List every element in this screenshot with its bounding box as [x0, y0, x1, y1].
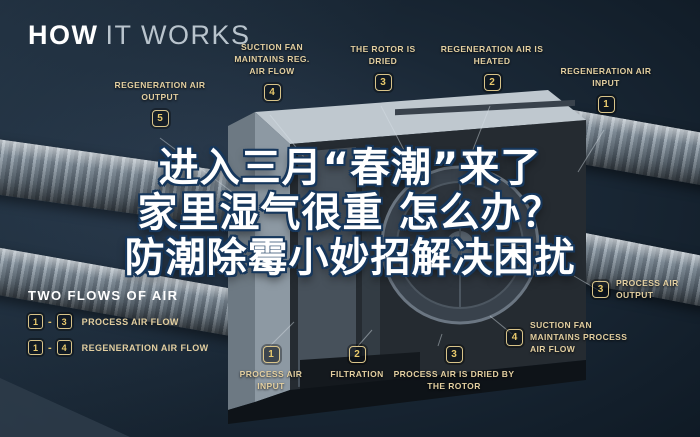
step-badge-1: 1: [28, 340, 43, 355]
callout-regeneration-air-heated: REGENERATION AIR IS HEATED 2: [440, 44, 544, 91]
callout-label: FILTRATION: [330, 369, 384, 379]
callout-process-air-dried-by-rotor: 3 PROCESS AIR IS DRIED BY THE ROTOR: [392, 346, 516, 393]
callout-suction-fan-process-air: 4 SUCTION FAN MAINTAINS PROCESS AIR FLOW: [506, 320, 634, 356]
callout-process-air-output: 3 PROCESS AIR OUTPUT: [592, 278, 688, 302]
callout-rotor-is-dried: THE ROTOR IS DRIED 3: [345, 44, 421, 91]
callout-label: REGENERATION AIR INPUT: [560, 66, 652, 88]
range-dash: -: [48, 315, 52, 328]
headline-line-3: 防潮除霉小妙招解决困扰: [124, 235, 576, 282]
step-badge-4: 4: [263, 83, 281, 101]
callout-label: PROCESS AIR IS DRIED BY THE ROTOR: [393, 369, 515, 391]
callout-process-air-input: 1 PROCESS AIR INPUT: [234, 346, 308, 393]
range-dash: -: [48, 341, 52, 354]
step-badge-3: 3: [445, 346, 463, 363]
step-badge-5: 5: [151, 109, 169, 127]
callout-label: THE ROTOR IS DRIED: [350, 44, 416, 66]
legend-label: PROCESS AIR FLOW: [81, 316, 179, 327]
step-badge-3: 3: [374, 73, 392, 91]
legend-row-process-air: 1 - 3 PROCESS AIR FLOW: [28, 314, 209, 329]
step-badge-2: 2: [348, 346, 366, 363]
step-badge-3: 3: [592, 281, 609, 299]
chinese-headline: 进入三月“春潮”来了 家里湿气很重 怎么办？ 防潮除霉小妙招解决困扰: [0, 145, 700, 282]
step-badge-4: 4: [56, 340, 72, 355]
step-badge-1: 1: [597, 95, 615, 113]
callout-regeneration-air-output: REGENERATION AIR OUTPUT 5: [112, 80, 208, 127]
callout-label: REGENERATION AIR OUTPUT: [114, 80, 206, 102]
legend-label: REGENERATION AIR FLOW: [81, 342, 209, 353]
title-it-works: IT WORKS: [105, 20, 251, 50]
legend-row-regeneration-air: 1 - 4 REGENERATION AIR FLOW: [28, 340, 209, 355]
headline-line-2: 家里湿气很重 怎么办？: [137, 190, 563, 237]
callout-label: PROCESS AIR INPUT: [239, 369, 303, 391]
step-badge-1: 1: [262, 346, 280, 363]
callout-regeneration-air-input: REGENERATION AIR INPUT 1: [558, 66, 654, 113]
callout-suction-fan-reg-air: SUCTION FAN MAINTAINS REG. AIR FLOW 4: [230, 42, 314, 101]
callout-label: PROCESS AIR OUTPUT: [616, 278, 679, 300]
headline-line-1: 进入三月“春潮”来了: [158, 145, 542, 191]
step-badge-3: 3: [56, 314, 72, 329]
callout-filtration: 2 FILTRATION: [320, 346, 394, 381]
floor-wedge: [0, 378, 130, 437]
callout-label: REGENERATION AIR IS HEATED: [440, 44, 544, 66]
title-how: HOW: [28, 20, 99, 50]
callout-label: SUCTION FAN MAINTAINS PROCESS AIR FLOW: [530, 320, 628, 354]
step-badge-4: 4: [506, 329, 523, 347]
legend-heading: TWO FLOWS OF AIR: [28, 288, 179, 303]
two-flows-legend: TWO FLOWS OF AIR 1 - 3 PROCESS AIR FLOW …: [28, 288, 209, 355]
step-badge-1: 1: [28, 314, 43, 329]
callout-label: SUCTION FAN MAINTAINS REG. AIR FLOW: [234, 42, 310, 76]
step-badge-2: 2: [483, 73, 501, 91]
